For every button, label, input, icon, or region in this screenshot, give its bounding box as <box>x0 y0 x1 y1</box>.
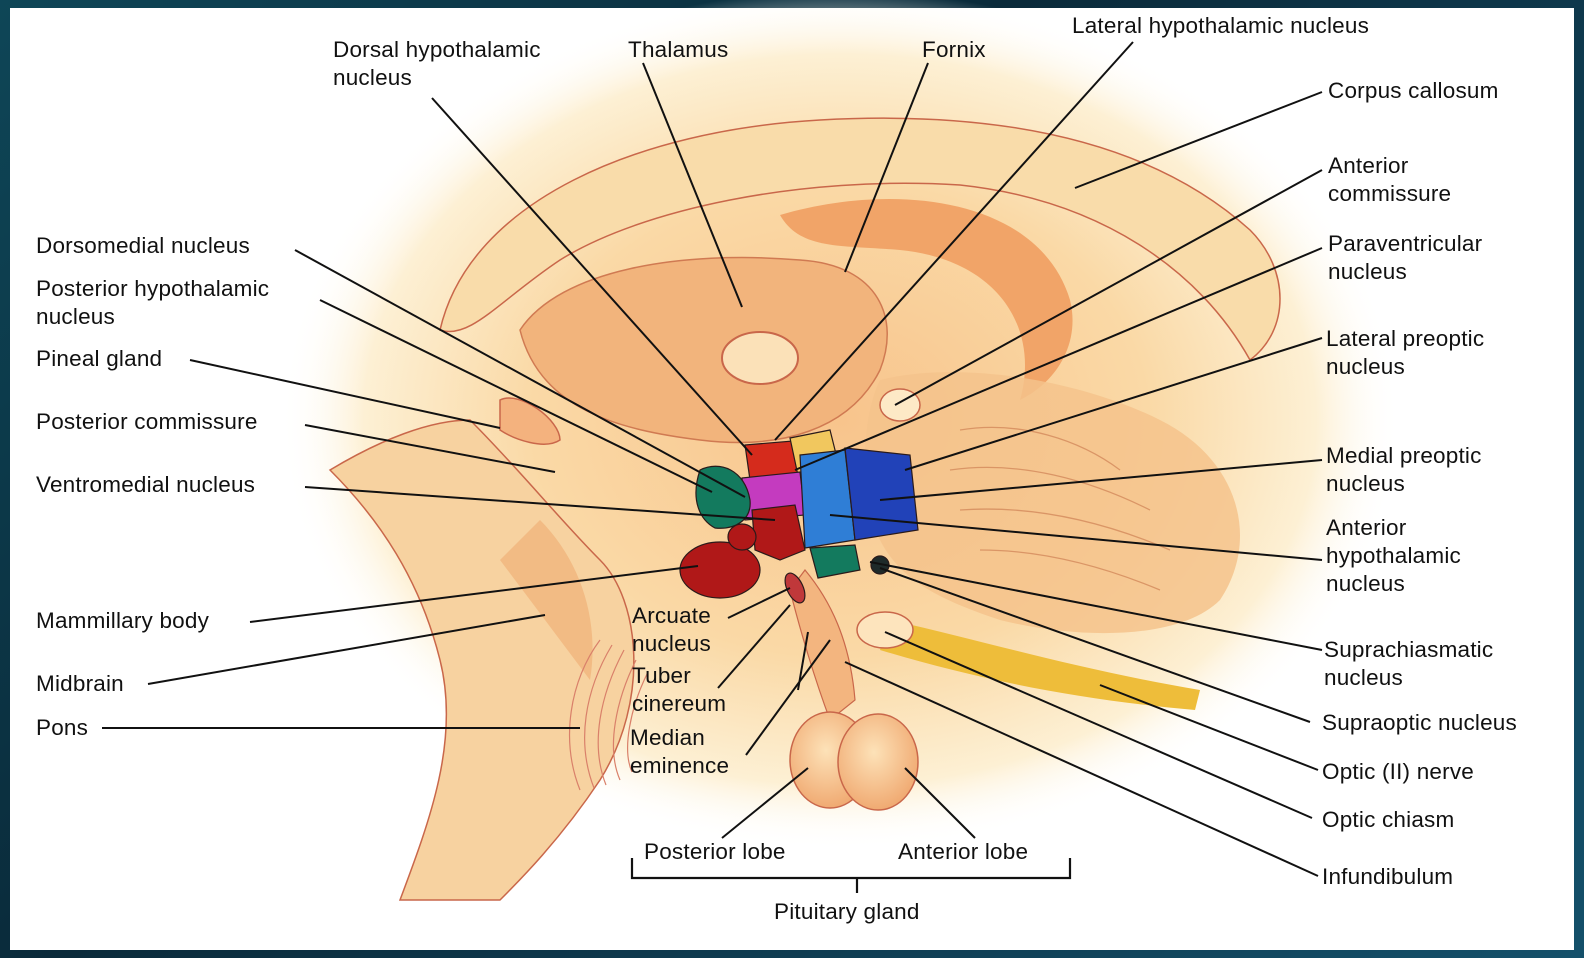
label-posterior-lobe: Posterior lobe <box>644 838 786 866</box>
interthalamic-adhesion <box>722 332 798 384</box>
ventromedial-nucleus-shape <box>752 505 805 560</box>
label-pons: Pons <box>36 714 88 742</box>
label-ventromedial-nucleus: Ventromedial nucleus <box>36 471 255 499</box>
mammillary-body-shape <box>680 542 760 598</box>
label-mammillary-body: Mammillary body <box>36 607 209 635</box>
mammillary-small-shape <box>728 524 756 550</box>
label-optic-chiasm: Optic chiasm <box>1322 806 1454 834</box>
label-posterior-commissure: Posterior commissure <box>36 408 258 436</box>
label-lateral-hypothalamic-nucleus: Lateral hypothalamic nucleus <box>1072 12 1369 40</box>
label-supraoptic-nucleus: Supraoptic nucleus <box>1322 709 1517 737</box>
label-dorsomedial-nucleus: Dorsomedial nucleus <box>36 232 250 260</box>
optic-chiasm-shape <box>857 612 913 648</box>
medial-preoptic-nucleus-shape <box>845 448 918 540</box>
label-midbrain: Midbrain <box>36 670 124 698</box>
label-thalamus: Thalamus <box>628 36 728 64</box>
label-infundibulum: Infundibulum <box>1322 863 1453 891</box>
anterior-lobe-shape <box>838 714 918 810</box>
label-anterior-lobe: Anterior lobe <box>898 838 1028 866</box>
label-pituitary-gland: Pituitary gland <box>774 898 920 926</box>
label-pineal-gland: Pineal gland <box>36 345 162 373</box>
label-corpus-callosum: Corpus callosum <box>1328 77 1499 105</box>
label-fornix: Fornix <box>922 36 986 64</box>
label-optic-nerve: Optic (II) nerve <box>1322 758 1474 786</box>
